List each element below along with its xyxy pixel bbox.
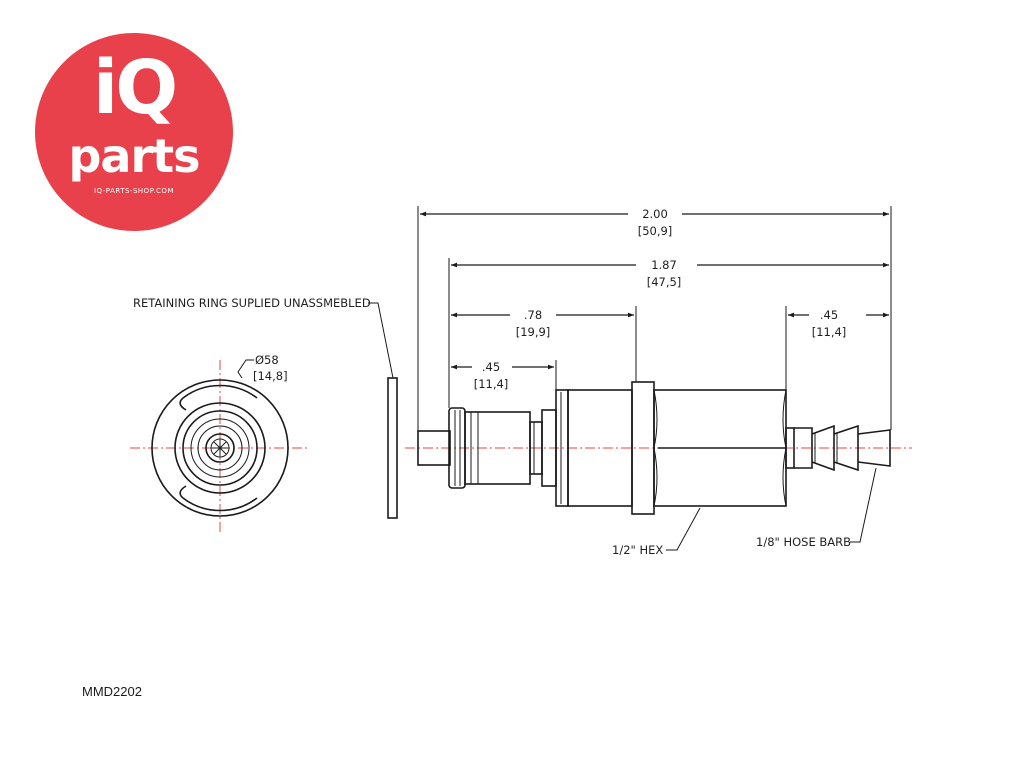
hose-barb-1: [811, 424, 835, 472]
dim-flange-inch: .78: [524, 308, 542, 322]
coupling-side-view: [405, 381, 912, 515]
end-view: Ø58 [14,8]: [130, 353, 310, 535]
retaining-ring-side: [387, 377, 398, 519]
hex-label: 1/2" HEX: [612, 543, 663, 557]
brand-logo: iQ parts IQ-PARTS-SHOP.COM: [35, 33, 233, 231]
dim-overall-mm: [50,9]: [638, 224, 673, 238]
diameter-leader: [237, 359, 254, 379]
hose-barb-leader: [850, 467, 877, 543]
retaining-ring-leader: [368, 302, 394, 379]
hose-barb-2: [833, 424, 859, 472]
logo-site-text: IQ-PARTS-SHOP.COM: [94, 187, 174, 195]
nose-tip: [417, 430, 451, 466]
dim-overall-inch: 2.00: [642, 207, 668, 221]
logo-iq-text: iQ: [92, 45, 178, 131]
dim-flange-mm: [19,9]: [516, 325, 551, 339]
retaining-ring-arc-top: [182, 384, 258, 399]
diameter-mm-label: [14,8]: [253, 369, 288, 383]
dim-body-mm: [47,5]: [647, 275, 682, 289]
retaining-ring-arc-bottom: [182, 497, 258, 512]
part-number: MMD2202: [82, 684, 142, 699]
end-view-outer-circle: [151, 379, 289, 517]
valve-circle: [205, 433, 235, 463]
logo-parts-text: parts: [68, 129, 200, 183]
dim-nose-inch: .45: [482, 360, 500, 374]
dim-body-inch: 1.87: [651, 258, 677, 272]
dimensions: 2.00 [50,9] 1.87 [47,5] .78 [19,9] .45 […: [417, 206, 892, 557]
retaining-ring: RETAINING RING SUPLIED UNASSMEBLED: [133, 296, 398, 519]
barb-shoulder: [785, 427, 795, 469]
retaining-ring-label: RETAINING RING SUPLIED UNASSMEBLED: [133, 296, 371, 310]
hose-barb-3: [857, 429, 891, 467]
dim-barb-mm: [11,4]: [812, 325, 847, 339]
hose-barb-label: 1/8" HOSE BARB: [756, 535, 851, 549]
dim-barb-inch: .45: [820, 308, 838, 322]
diameter-inch-label: Ø58: [255, 353, 279, 367]
barb-base: [794, 427, 813, 469]
end-view-body-circle: [174, 402, 266, 494]
hex-leader: [666, 507, 701, 551]
dim-nose-mm: [11,4]: [474, 377, 509, 391]
